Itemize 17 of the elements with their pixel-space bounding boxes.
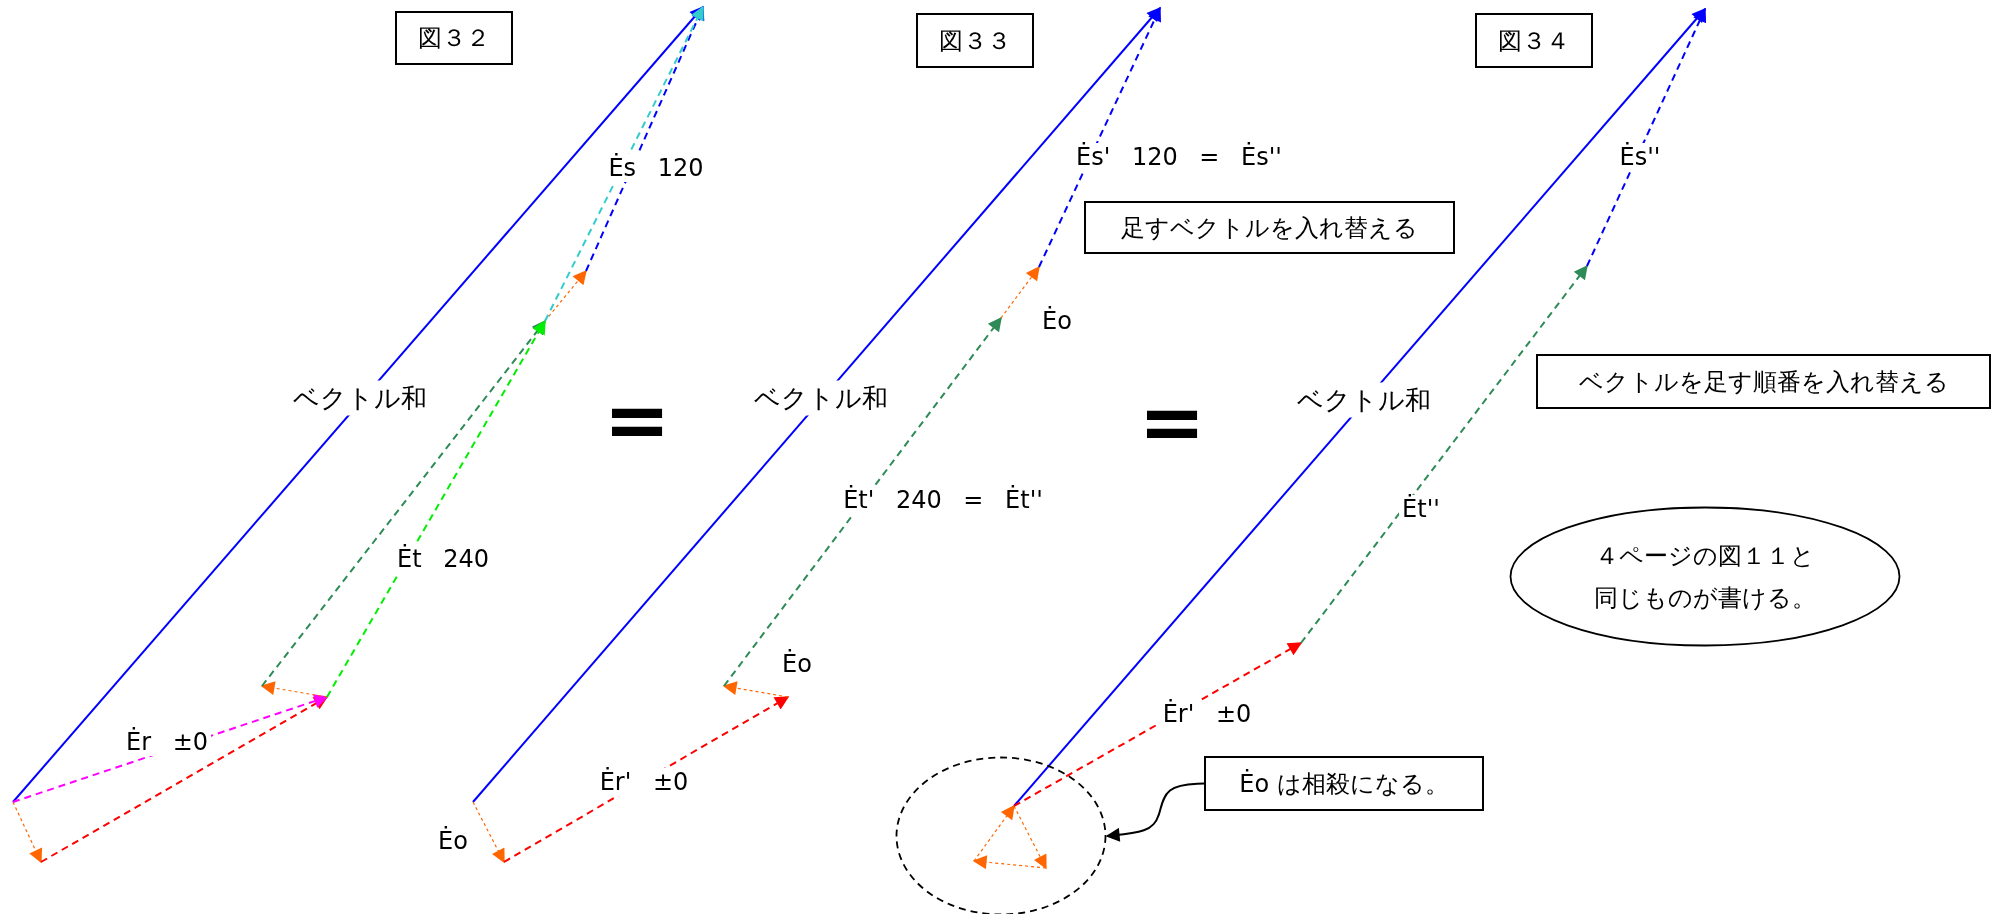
node-text: ベクトルを足す順番を入れ替える bbox=[1578, 366, 1949, 398]
note-ellipse bbox=[1509, 506, 1901, 647]
node-text: 図３３ bbox=[939, 25, 1011, 57]
note-box bbox=[1536, 354, 1991, 409]
figure-title bbox=[916, 13, 1034, 68]
node-text: 足すベクトルを入れ替える bbox=[1121, 212, 1418, 244]
figure-title bbox=[395, 11, 513, 65]
equals-sign: = bbox=[1137, 383, 1207, 463]
node-text: ４ページの図１１と同じものが書ける。 bbox=[1593, 540, 1817, 614]
node-text: 図３２ bbox=[418, 23, 490, 54]
curved-arrow bbox=[1105, 782, 1205, 842]
callout-box bbox=[1204, 756, 1484, 811]
figure-title bbox=[1475, 13, 1593, 68]
note-box bbox=[1084, 201, 1455, 254]
node-text: Ėo は相殺になる。 bbox=[1239, 768, 1449, 800]
node-text: 図３４ bbox=[1498, 25, 1570, 57]
equals-sign: = bbox=[602, 381, 672, 461]
